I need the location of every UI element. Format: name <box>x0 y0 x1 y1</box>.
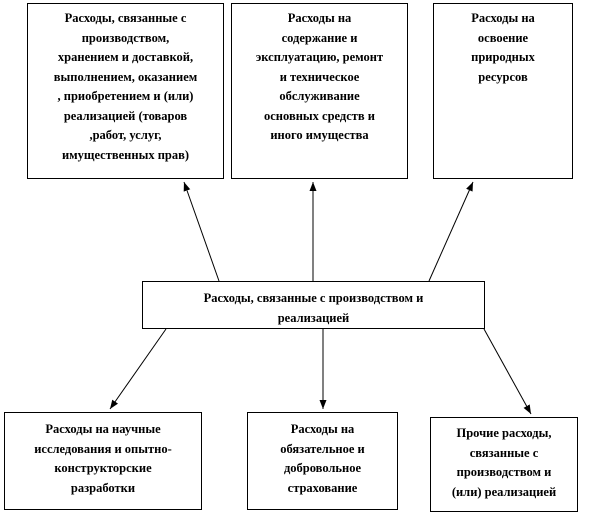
box-line: связанные с <box>469 445 539 460</box>
box-line: природных <box>471 50 535 64</box>
box-line: Прочие расходы, <box>456 426 552 440</box>
box-line: и техническое <box>279 69 360 84</box>
box-line: иного имущества <box>270 128 369 142</box>
box-line: разработки <box>70 480 136 495</box>
box-line: конструкторские <box>54 461 152 475</box>
box-line: (или) реализацией <box>451 484 557 499</box>
box-line: Расходы на <box>290 422 355 436</box>
box-line: исследования и опытно- <box>34 441 172 456</box>
box-line: реализацией <box>277 311 350 325</box>
box-line: производством и <box>456 465 552 479</box>
box-line: обязательное и <box>280 441 365 456</box>
arrow-to-top-right <box>428 181 474 282</box>
box-line: Расходы на научные <box>45 422 161 436</box>
box-line: ,работ, услуг, <box>89 128 162 142</box>
box-line: добровольное <box>283 461 362 475</box>
box-line: производством, <box>81 30 170 45</box>
box-maintenance-expenses: Расходы на содержание и эксплуатацию, ре… <box>231 3 408 179</box>
box-line: выполнением, оказанием <box>53 69 198 84</box>
arrow-to-top-left <box>183 181 220 282</box>
box-line: реализацией (товаров <box>63 108 188 123</box>
box-line: Расходы, связанные с <box>64 11 187 25</box>
box-line: ресурсов <box>478 69 528 84</box>
box-other-expenses: Прочие расходы, связанные с производство… <box>430 417 578 512</box>
box-natural-resources-expenses: Расходы на освоение природных ресурсов <box>433 3 573 179</box>
box-line: хранением и доставкой, <box>57 50 194 64</box>
box-production-storage-expenses: Расходы, связанные с производством, хран… <box>27 3 224 179</box>
box-line: эксплуатацию, ремонт <box>255 50 384 64</box>
box-line: основных средств и <box>264 108 375 123</box>
box-line: страхование <box>287 480 358 495</box>
box-insurance-expenses: Расходы на обязательное и добровольное с… <box>247 412 398 510</box>
box-line: содержание и <box>281 30 358 45</box>
box-line: обслуживание <box>279 89 360 103</box>
box-line: Расходы на <box>287 11 352 25</box>
arrow-to-bottom-left <box>109 328 167 410</box>
box-line: Расходы на <box>471 11 535 25</box>
box-central-production-expenses: Расходы, связанные с производством и реа… <box>142 281 485 329</box>
arrow-to-bottom-right <box>483 328 532 415</box>
box-line: освоение <box>477 30 529 45</box>
box-line: Расходы, связанные с производством и <box>203 291 424 305</box>
box-line: имущественных прав) <box>61 147 190 162</box>
box-line: , приобретением и (или) <box>57 89 194 103</box>
box-research-development-expenses: Расходы на научные исследования и опытно… <box>4 412 202 510</box>
